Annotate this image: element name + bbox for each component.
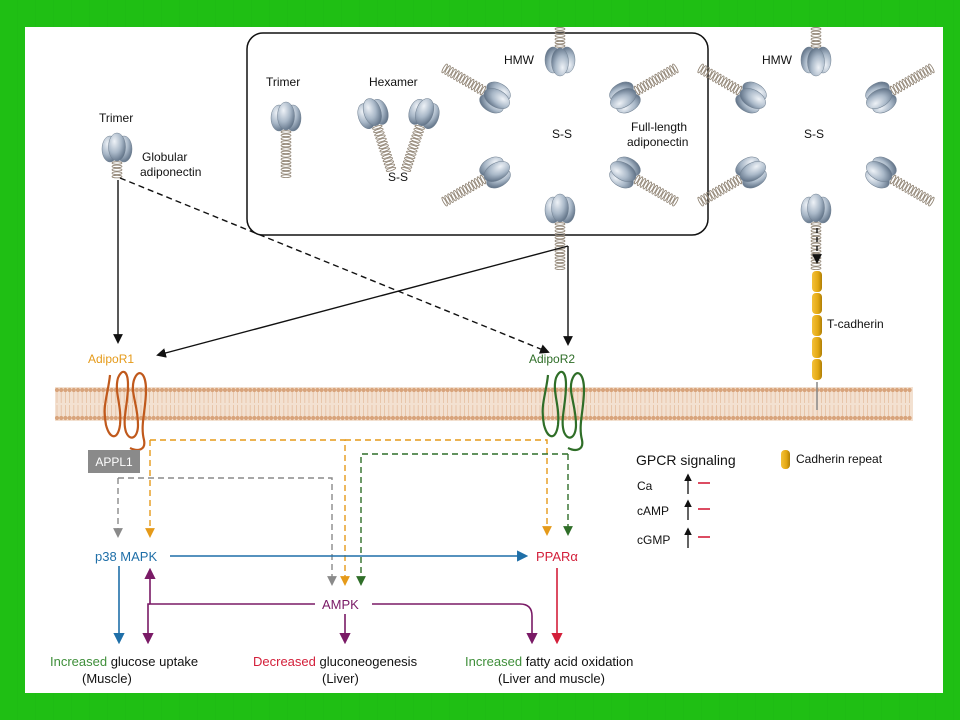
gluco-decreased-word: Decreased [253, 654, 316, 669]
adiponectin-molecules [101, 0, 935, 270]
adipor2-label: AdipoR2 [529, 352, 575, 366]
hmw2-trimer-3-icon [865, 156, 935, 207]
gpcr-legend: GPCR signaling Ca cAMP cGMP [636, 452, 736, 548]
oligomer-box [246, 32, 709, 236]
t-cadherin-icon [812, 271, 822, 410]
gluconeogenesis-text: gluconeogenesis [316, 654, 418, 669]
glucose-uptake-outcome: Increased glucose uptake [50, 654, 198, 669]
adipor1-label: AdipoR1 [88, 352, 134, 366]
hmw-trimer-6-icon [441, 63, 511, 114]
hmw-trimer-1-icon [544, 0, 576, 77]
hmw-trimer-4-icon [544, 193, 576, 270]
hmw2-trimer-1-icon [800, 0, 832, 77]
glucose-increased-word: Increased [50, 654, 107, 669]
fatty-acid-text: fatty acid oxidation [522, 654, 633, 669]
adipor2-receptor-icon [541, 370, 586, 451]
full-length-label-line1: Full-length [631, 120, 687, 134]
ppar-alpha-label: PPARα [536, 549, 578, 564]
globular-trimer-label: Trimer [99, 111, 133, 125]
p38-mapk-label: p38 MAPK [95, 549, 157, 564]
trimer-icon [270, 101, 302, 178]
receptor-signal-arrows [113, 439, 573, 586]
cadherin-repeat-label: Cadherin repeat [796, 452, 883, 466]
hexamer-ss-label: S-S [388, 170, 408, 184]
diagram-panel: APPL1 [25, 0, 943, 693]
hmw-trimer-2-icon [609, 63, 679, 114]
ampk-label: AMPK [322, 597, 359, 612]
hmw2-label: HMW [762, 53, 793, 67]
cadherin-legend: Cadherin repeat [781, 450, 883, 469]
hexamer-left-trimer-icon [357, 98, 397, 172]
appl1-box [88, 450, 140, 473]
glucose-tissue: (Muscle) [82, 671, 132, 686]
hexamer-right-trimer-icon [400, 98, 440, 172]
hmw2-trimer-6-icon [697, 63, 767, 114]
glucose-uptake-text: glucose uptake [107, 654, 198, 669]
labels: Trimer Hexamer S-S HMW S-S Full-length a… [50, 53, 884, 686]
hmw2-trimer-4-icon [800, 193, 832, 270]
fatty-tissue: (Liver and muscle) [498, 671, 605, 686]
globular-label-line1: Globular [142, 150, 187, 164]
appl1-label: APPL1 [95, 455, 133, 469]
hmw-label: HMW [504, 53, 535, 67]
cadherin-repeat-icon [781, 450, 790, 469]
cgmp-label: cGMP [637, 533, 670, 547]
ampk-arrows [142, 567, 538, 645]
gpcr-title: GPCR signaling [636, 452, 736, 468]
hmw2-ss-label: S-S [804, 127, 824, 141]
gluconeogenesis-outcome: Decreased gluconeogenesis [253, 654, 418, 669]
fatty-increased-word: Increased [465, 654, 522, 669]
ca-label: Ca [637, 479, 653, 493]
camp-label: cAMP [637, 504, 669, 518]
cell-membrane [54, 387, 913, 421]
gluco-tissue: (Liver) [322, 671, 359, 686]
full-length-label-line2: adiponectin [627, 135, 688, 149]
trimer-label: Trimer [266, 75, 300, 89]
hmw2-trimer-2-icon [865, 63, 935, 114]
adipor1-receptor-icon [103, 370, 148, 451]
hmw2-trimer-5-icon [697, 156, 767, 207]
hmw-trimer-5-icon [441, 156, 511, 207]
hmw-trimer-3-icon [609, 156, 679, 207]
t-cadherin-label: T-cadherin [827, 317, 884, 331]
globular-trimer-icon [101, 132, 133, 179]
hexamer-label: Hexamer [369, 75, 418, 89]
ligand-binding-arrows [113, 177, 822, 358]
adiponectin-signaling-diagram: APPL1 [50, 0, 935, 686]
fatty-acid-outcome: Increased fatty acid oxidation [465, 654, 633, 669]
globular-label-line2: adiponectin [140, 165, 201, 179]
p38-arrows [113, 550, 529, 645]
hmw-ss-label: S-S [552, 127, 572, 141]
